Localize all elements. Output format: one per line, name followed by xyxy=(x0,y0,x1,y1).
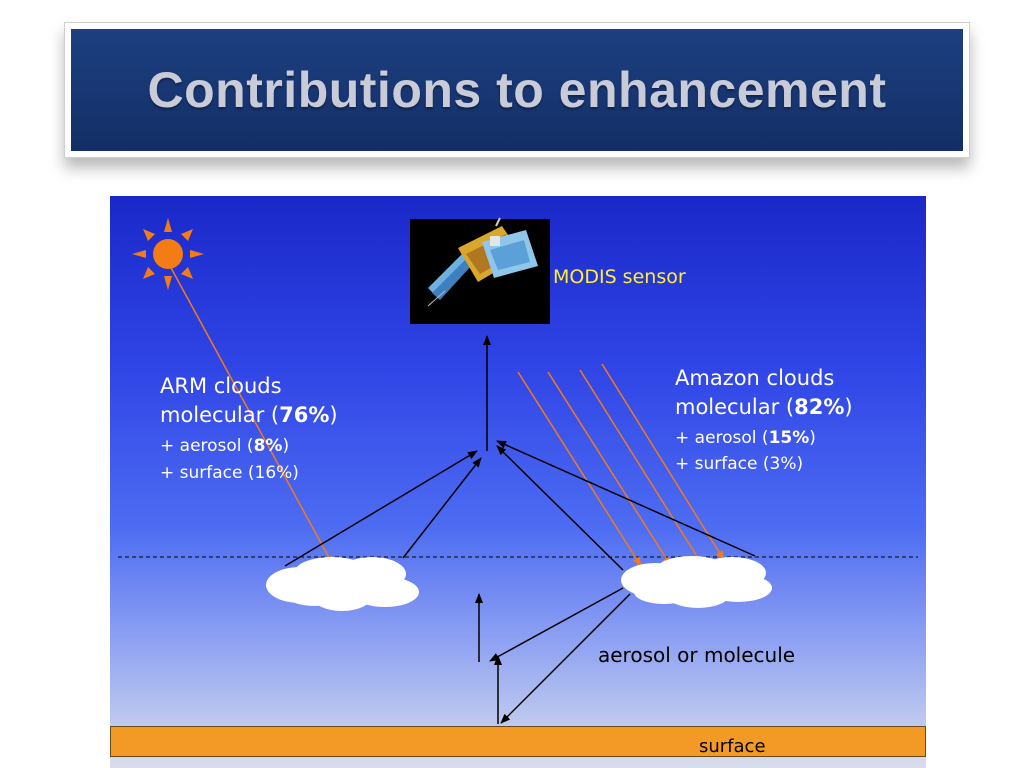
amazon-aerosol-suffix: ) xyxy=(809,428,816,448)
amazon-aerosol-prefix: + aerosol ( xyxy=(675,428,769,448)
diagram-canvas xyxy=(118,217,918,724)
amazon-molecular-value: 82% xyxy=(794,395,845,419)
satellite-icon xyxy=(410,217,550,324)
title-frame: Contributions to enhancement xyxy=(64,22,970,158)
surface-bar xyxy=(110,726,926,757)
arm-surface-line: + surface (16%) xyxy=(160,463,299,483)
arm-heading: ARM clouds xyxy=(160,374,282,398)
amazon-aerosol-value: 15% xyxy=(768,428,810,448)
scatter-path-arrow xyxy=(500,593,631,724)
sun-icon xyxy=(132,218,204,290)
sunlight-ray xyxy=(579,369,704,567)
amazon-aerosol-line: + aerosol (15%) xyxy=(675,426,816,450)
sunlight-ray xyxy=(547,371,672,567)
title-bar: Contributions to enhancement xyxy=(71,29,963,151)
arm-molecular-value: 76% xyxy=(279,403,330,427)
scatter-path-arrow xyxy=(489,587,624,662)
sunlight-ray xyxy=(169,265,334,566)
sunlight-ray xyxy=(601,363,725,561)
radiative-transfer-diagram: MODIS sensor ARM clouds molecular (76%) … xyxy=(110,196,926,768)
amazon-molecular-suffix: ) xyxy=(844,395,853,419)
reflected-path-arrow xyxy=(496,440,756,557)
arm-molecular-suffix: ) xyxy=(329,403,338,427)
arm-molecular-line: molecular (76%) xyxy=(160,401,338,430)
reflected-path-arrow xyxy=(402,457,482,559)
sensor-label: MODIS sensor xyxy=(553,266,686,288)
cloud-icon xyxy=(266,557,419,611)
arm-aerosol-prefix: + aerosol ( xyxy=(160,436,254,456)
amazon-surface-line: + surface (3%) xyxy=(675,454,804,474)
arm-aerosol-suffix: ) xyxy=(282,436,290,456)
arm-aerosol-line: + aerosol (8%) xyxy=(160,434,289,458)
reflected-path-arrow xyxy=(496,445,624,571)
slide-title: Contributions to enhancement xyxy=(147,62,887,118)
amazon-molecular-line: molecular (82%) xyxy=(675,393,853,422)
cloud-icon xyxy=(621,556,772,608)
surface-label: surface xyxy=(699,736,766,757)
aerosol-molecule-label: aerosol or molecule xyxy=(598,643,796,667)
amazon-molecular-prefix: molecular ( xyxy=(675,395,795,419)
arm-aerosol-value: 8% xyxy=(253,436,283,456)
reflected-path-arrow xyxy=(284,450,478,567)
sunlight-ray xyxy=(517,371,642,567)
amazon-heading: Amazon clouds xyxy=(675,366,835,390)
arm-molecular-prefix: molecular ( xyxy=(160,403,280,427)
